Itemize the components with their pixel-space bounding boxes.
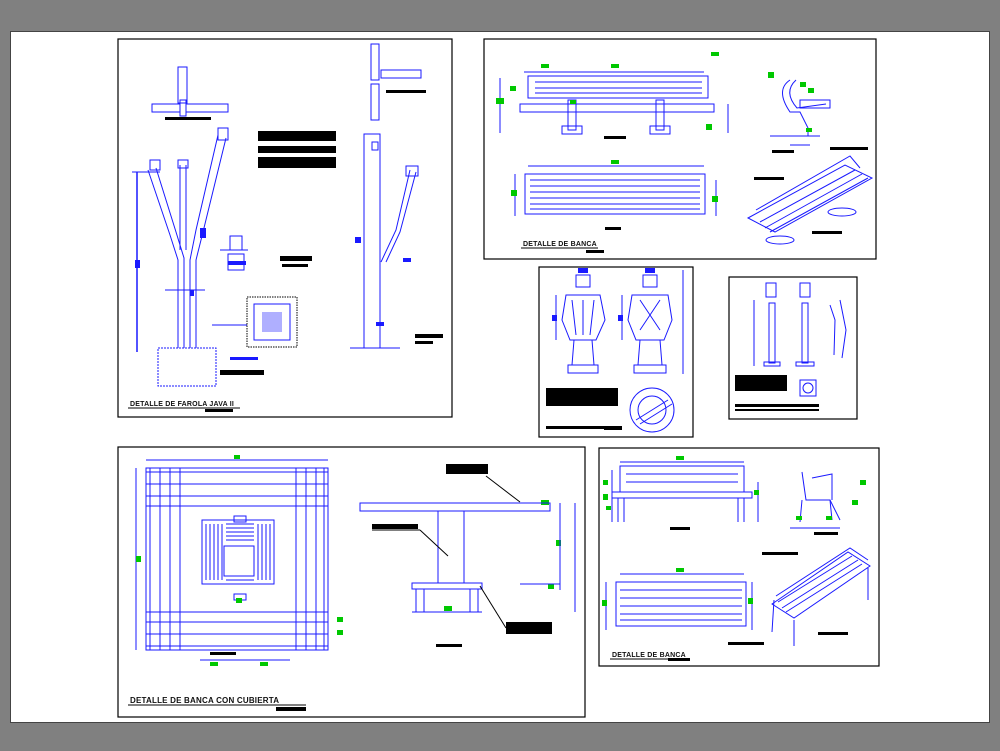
- panel-banca-1: DETALLE DE BANCA: [483, 38, 877, 260]
- farola-title: DETALLE DE FAROLA JAVA II: [130, 401, 234, 408]
- panel-farola: DETALLE DE FAROLA JAVA II: [117, 38, 453, 418]
- drawing-sheet: [10, 31, 990, 723]
- panel-banca-cubierta: DETALLE DE BANCA CON CUBIERTA: [117, 446, 586, 718]
- panel-papelera: [538, 266, 694, 438]
- banca-1-title: DETALLE DE BANCA: [523, 241, 597, 248]
- panel-bolardo: [728, 276, 858, 420]
- banca-cubierta-title: DETALLE DE BANCA CON CUBIERTA: [130, 696, 279, 705]
- banca-2-title: DETALLE DE BANCA: [612, 652, 686, 659]
- panel-banca-2: DETALLE DE BANCA: [598, 447, 880, 667]
